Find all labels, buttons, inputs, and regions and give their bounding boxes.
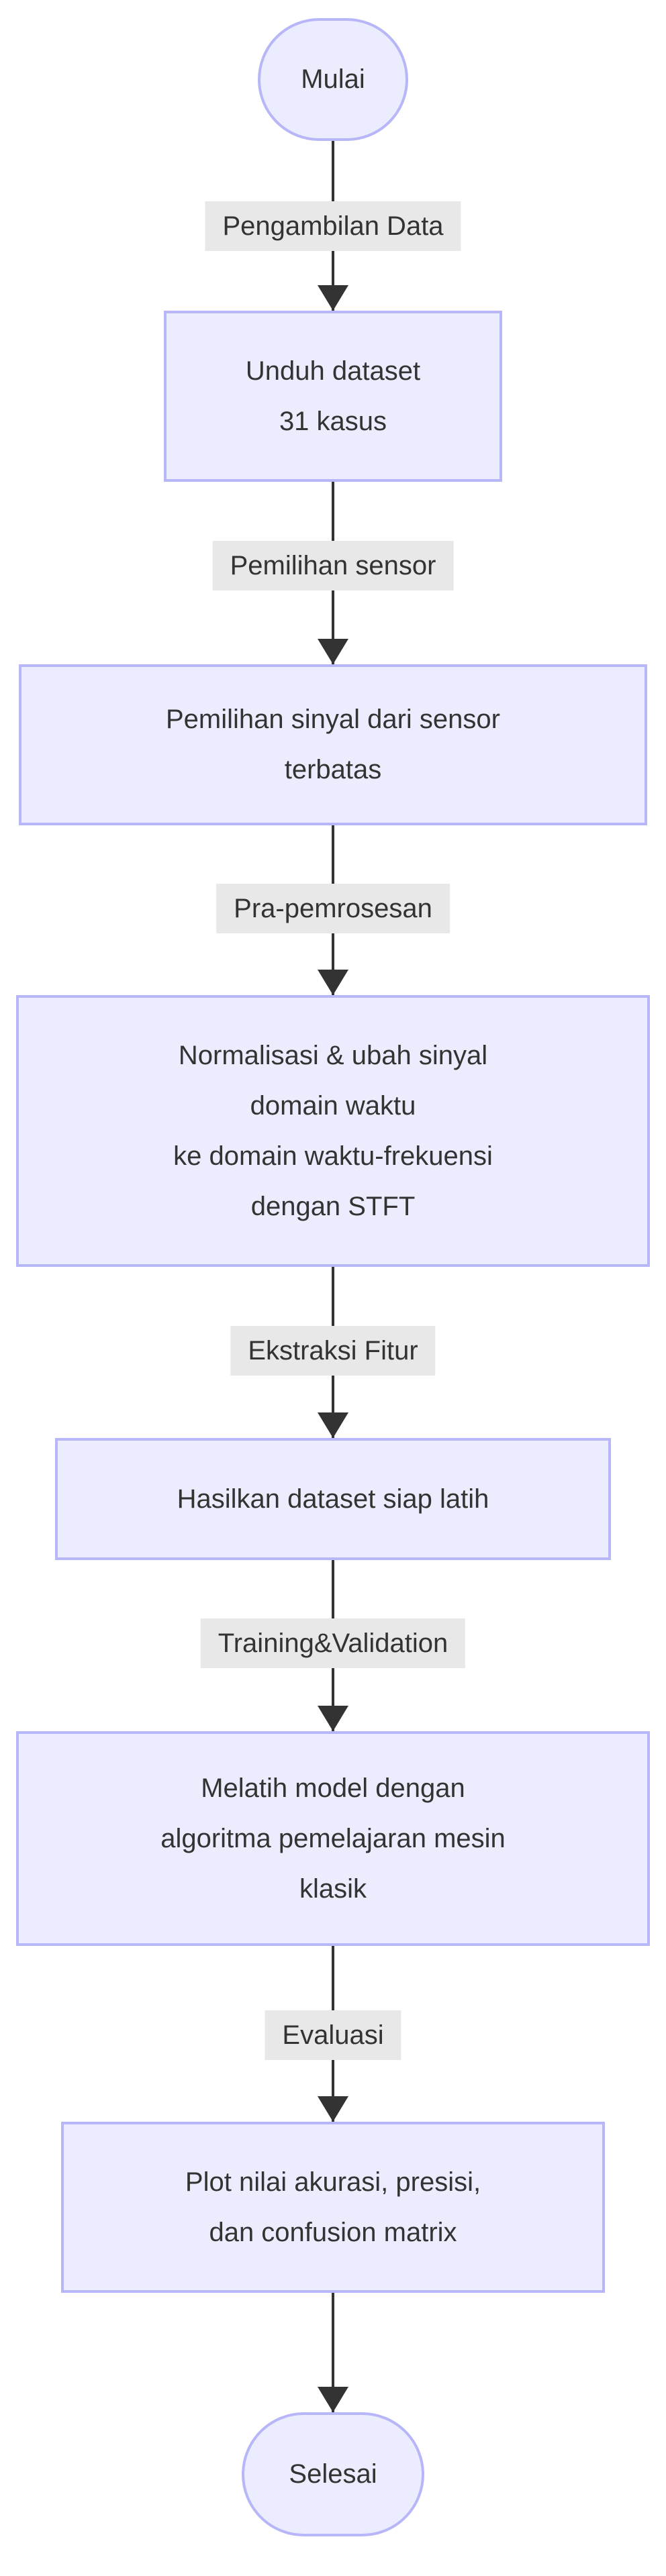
- edge-label-ekstraksi-fitur: Ekstraksi Fitur: [230, 1326, 436, 1376]
- node-hasilkan-dataset: Hasilkan dataset siap latih: [55, 1438, 611, 1560]
- arrowhead-icon: [318, 1706, 348, 1731]
- arrowhead-icon: [318, 2096, 348, 2122]
- arrowhead-icon: [318, 1412, 348, 1438]
- edge-label-evaluasi: Evaluasi: [265, 2010, 401, 2060]
- node-plot-evaluasi: Plot nilai akurasi, presisi, dan confusi…: [61, 2122, 605, 2293]
- node-selesai: Selesai: [242, 2412, 424, 2536]
- arrowhead-icon: [318, 970, 348, 995]
- node-pemilihan-sinyal: Pemilihan sinyal dari sensor terbatas: [19, 664, 647, 825]
- arrowhead-icon: [318, 2387, 348, 2412]
- edge-label-pengambilan-data: Pengambilan Data: [205, 201, 461, 251]
- edge-label-pra-pemrosesan: Pra-pemrosesan: [216, 884, 450, 933]
- edge-line-plot-end: [332, 2293, 334, 2412]
- node-unduh-dataset: Unduh dataset 31 kasus: [164, 311, 502, 482]
- node-melatih-model: Melatih model dengan algoritma pemelajar…: [16, 1731, 650, 1946]
- node-normalisasi-stft: Normalisasi & ubah sinyal domain waktu k…: [16, 995, 650, 1267]
- arrowhead-icon: [318, 285, 348, 311]
- node-mulai: Mulai: [258, 18, 408, 141]
- arrowhead-icon: [318, 639, 348, 664]
- edge-label-training-validation: Training&Validation: [200, 1618, 466, 1668]
- edge-label-pemilihan-sensor: Pemilihan sensor: [212, 541, 454, 590]
